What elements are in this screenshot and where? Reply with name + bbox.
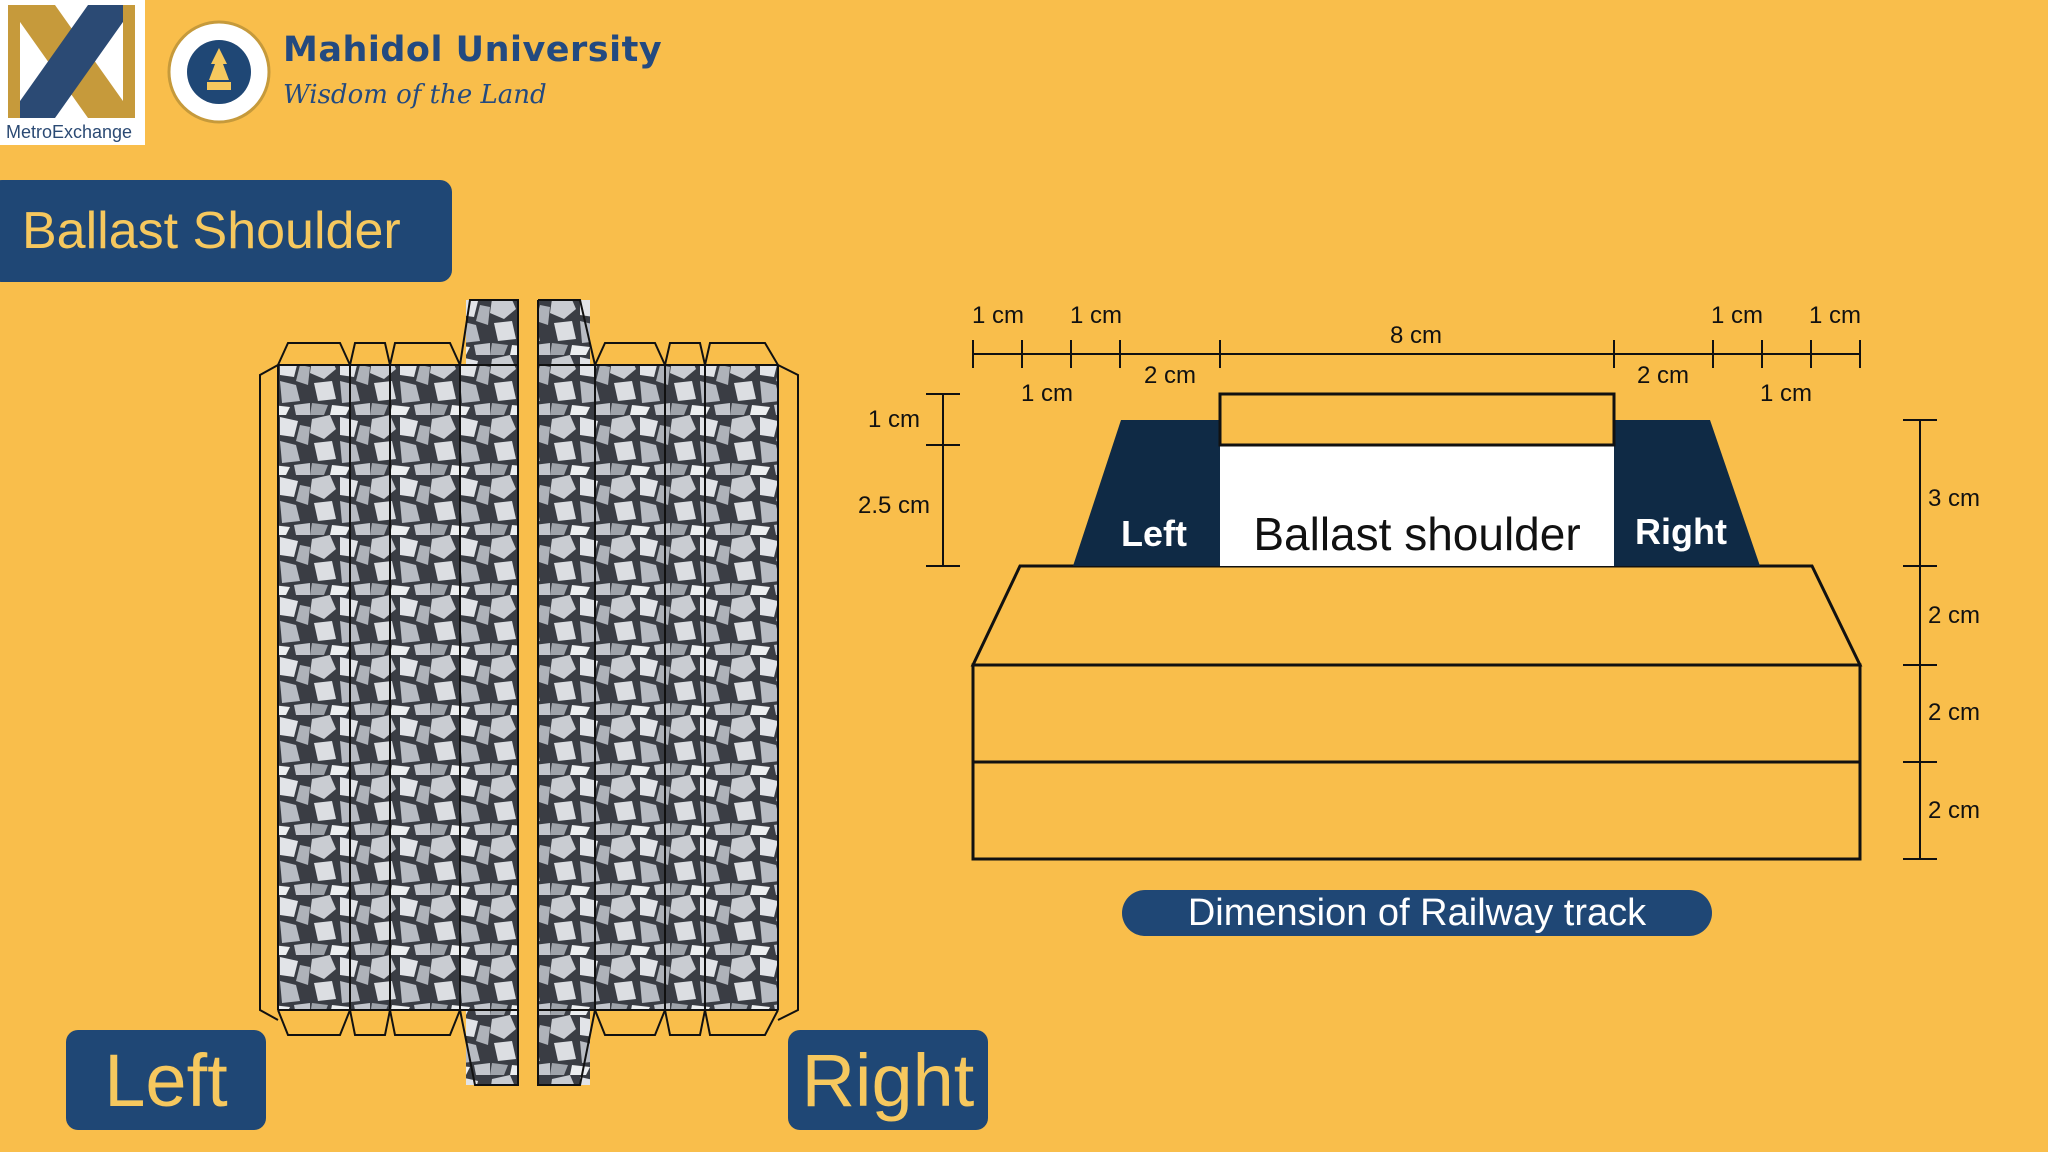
track-layer-middle <box>971 663 1862 764</box>
left-ballast-strip <box>259 299 519 1086</box>
dim-top-right-2: 1 cm <box>1711 302 1763 329</box>
ballast-shoulder-block <box>1220 445 1614 566</box>
metroexchange-logo <box>0 0 145 145</box>
right-shoulder <box>1614 420 1760 566</box>
dim-top-right-4: 1 cm <box>1809 302 1861 329</box>
left-dimension-lines <box>926 393 960 567</box>
left-photo-label: Left <box>66 1030 266 1130</box>
dim-right-1: 3 cm <box>1928 485 1980 512</box>
dim-right-3: 2 cm <box>1928 699 1980 726</box>
ballast-photo-panel <box>259 299 799 1086</box>
diagram-caption: Dimension of Railway track <box>1122 890 1712 936</box>
university-motto: Wisdom of the Land <box>283 80 547 110</box>
dim-top-center: 8 cm <box>1390 322 1442 349</box>
dim-right-2: 2 cm <box>1928 602 1980 629</box>
right-ballast-strip <box>537 299 799 1086</box>
right-photo-label: Right <box>788 1030 988 1130</box>
dim-top-left-1: 1 cm <box>972 302 1024 329</box>
shoulder-left-label: Left <box>1121 513 1187 554</box>
shoulder-right-label: Right <box>1635 511 1727 552</box>
ballast-shoulder-label: Ballast shoulder <box>1253 508 1580 560</box>
dim-top-right-1: 2 cm <box>1637 362 1689 389</box>
track-layer-top-trapezoid <box>970 564 1863 667</box>
track-layer-bottom <box>971 760 1862 861</box>
sleeper-block <box>1218 392 1616 447</box>
university-seal-icon <box>167 20 271 124</box>
dim-right-4: 2 cm <box>1928 797 1980 824</box>
logo-caption: MetroExchange <box>6 122 133 142</box>
dim-left-2: 2.5 cm <box>858 492 930 519</box>
dim-top-left-2: 1 cm <box>1021 380 1073 407</box>
top-dimension-lines <box>972 340 1861 368</box>
right-dimension-lines <box>1903 419 1937 860</box>
dim-top-right-3: 1 cm <box>1760 380 1812 407</box>
university-name: Mahidol University <box>283 30 663 70</box>
metroexchange-logo-icon <box>0 0 145 145</box>
dim-top-left-4: 2 cm <box>1144 362 1196 389</box>
dim-top-left-3: 1 cm <box>1070 302 1122 329</box>
dim-left-1: 1 cm <box>868 406 920 433</box>
page-title: Ballast Shoulder <box>0 180 452 282</box>
left-shoulder <box>1073 420 1220 566</box>
